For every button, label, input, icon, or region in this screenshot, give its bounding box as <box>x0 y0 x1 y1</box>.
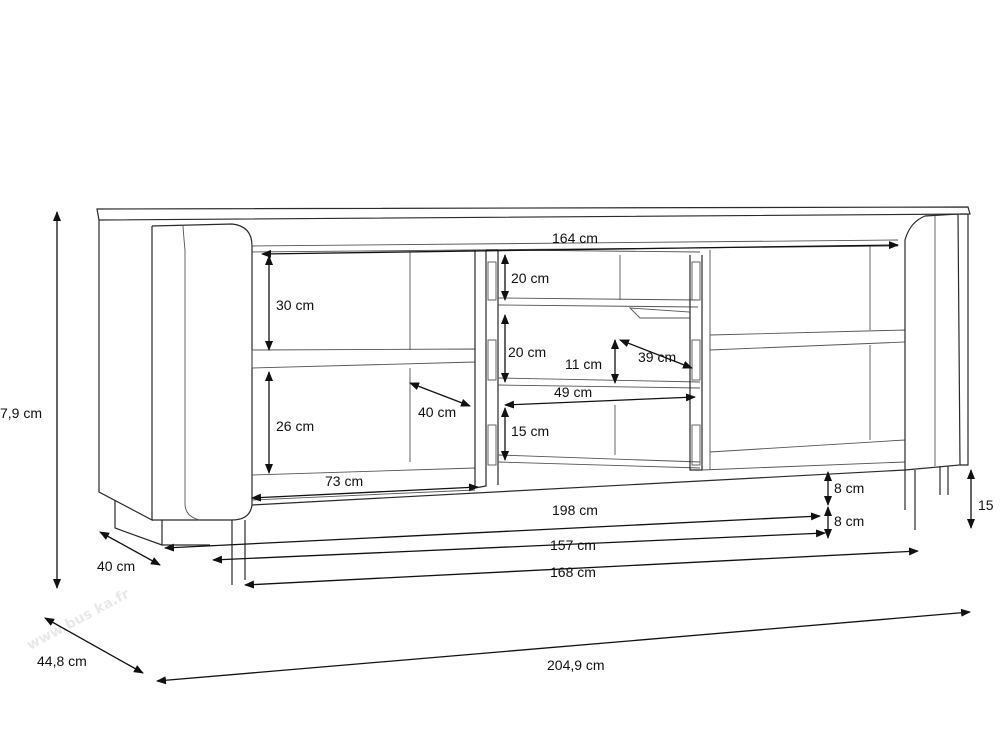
label-drawer-depth: 39 cm <box>638 349 676 365</box>
label-shelf-depth: 40 cm <box>418 404 456 420</box>
label-plinth-lower: 8 cm <box>834 513 864 529</box>
label-width-total: 204,9 cm <box>547 657 605 673</box>
label-leg-height: 15 <box>978 497 994 513</box>
label-drawer-width: 49 cm <box>554 384 592 400</box>
label-left-upper: 30 cm <box>276 297 314 313</box>
label-depth-top: 40 cm <box>97 558 135 574</box>
dimension-lines <box>44 211 975 685</box>
label-inner-top: 164 cm <box>552 230 598 246</box>
label-drawer-bottom: 15 cm <box>511 423 549 439</box>
label-base-168: 168 cm <box>550 564 596 580</box>
dimension-labels: 7,9 cm 40 cm 44,8 cm 204,9 cm 164 cm 30 … <box>0 230 994 673</box>
label-base-157: 157 cm <box>550 537 596 553</box>
label-left-width: 73 cm <box>325 473 363 489</box>
label-base-198: 198 cm <box>552 502 598 518</box>
label-left-lower: 26 cm <box>276 418 314 434</box>
label-plinth-upper: 8 cm <box>834 480 864 496</box>
label-drawer-top: 20 cm <box>511 270 549 286</box>
watermark: www.bus ka.fr <box>24 586 132 653</box>
label-drawer-mid: 20 cm <box>508 344 546 360</box>
label-total-height: 7,9 cm <box>0 405 42 421</box>
label-drawer-mid-inner: 11 cm <box>565 356 602 372</box>
label-depth-total: 44,8 cm <box>37 653 87 669</box>
